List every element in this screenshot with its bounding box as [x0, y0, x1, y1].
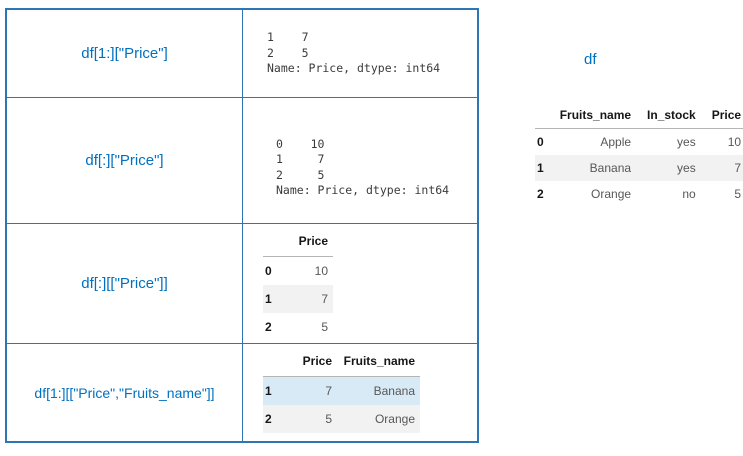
table-row: 2 Orange no 5 — [535, 181, 743, 207]
expression-cell-4: df[1:][["Price","Fruits_name"]] — [7, 344, 243, 441]
index-cell: 1 — [263, 376, 292, 405]
comparison-grid: df[1:]["Price"] 1 7 2 5 Name: Price, dty… — [5, 8, 479, 443]
series-output-text: 1 7 2 5 Name: Price, dtype: int64 — [267, 30, 441, 76]
value-cell: 7 — [292, 285, 333, 313]
index-header — [263, 230, 292, 257]
expression-cell-3: df[:][["Price"]] — [7, 224, 243, 344]
value-cell: Orange — [591, 187, 632, 201]
result-dataframe-price-fruits: Price Fruits_name 1 7 Banana 2 5 Orange — [263, 350, 420, 433]
index-header — [535, 102, 548, 129]
expression-cell-2: df[:]["Price"] — [7, 98, 243, 224]
table-row: 0 10 — [263, 257, 333, 286]
value-cell: no — [682, 187, 696, 201]
table-row-highlighted: 1 7 Banana — [263, 376, 420, 405]
header-row: Price — [263, 230, 333, 257]
value-cell: Banana — [337, 376, 420, 405]
column-header-price: Price — [699, 102, 743, 129]
column-header-in-stock: In_stock — [635, 102, 700, 129]
table-row: 0 Apple yes 10 — [535, 129, 743, 156]
value-cell: Banana — [547, 155, 636, 181]
value-cell: 10 — [727, 135, 742, 149]
index-cell: 0 — [537, 135, 544, 149]
output-cell-1: 1 7 2 5 Name: Price, dtype: int64 — [243, 10, 477, 98]
column-header-price: Price — [292, 350, 337, 377]
table-row: 2 5 Orange — [263, 405, 420, 433]
value-cell: Orange — [337, 405, 420, 433]
value-cell: 7 — [699, 155, 743, 181]
value-cell: 5 — [292, 405, 337, 433]
df-label: df — [584, 51, 597, 68]
output-cell-3: Price 0 10 1 7 2 5 — [243, 224, 477, 344]
value-cell: yes — [635, 155, 700, 181]
source-dataframe: Fruits_name In_stock Price 0 Apple yes 1… — [535, 102, 743, 207]
value-cell: 7 — [292, 376, 337, 405]
table-row: 1 Banana yes 7 — [535, 155, 743, 181]
expression-text: df[:][["Price"]] — [81, 275, 168, 292]
output-cell-2: 0 10 1 7 2 5 Name: Price, dtype: int64 — [243, 98, 477, 224]
header-row: Fruits_name In_stock Price — [535, 102, 743, 129]
series-output-text: 0 10 1 7 2 5 Name: Price, dtype: int64 — [276, 136, 450, 198]
result-dataframe-price: Price 0 10 1 7 2 5 — [263, 230, 333, 341]
output-cell-4: Price Fruits_name 1 7 Banana 2 5 Orange — [243, 344, 477, 441]
expression-text: df[1:][["Price","Fruits_name"]] — [34, 384, 215, 401]
column-header-price: Price — [292, 230, 333, 257]
expression-text: df[:]["Price"] — [85, 152, 164, 169]
index-cell: 1 — [535, 155, 548, 181]
expression-text: df[1:]["Price"] — [81, 45, 168, 62]
index-cell: 2 — [265, 320, 272, 334]
index-header — [263, 350, 292, 377]
value-cell: 10 — [314, 264, 328, 278]
table-row: 2 5 — [263, 313, 333, 341]
header-row: Price Fruits_name — [263, 350, 420, 377]
index-cell: 2 — [263, 405, 292, 433]
expression-cell-1: df[1:]["Price"] — [7, 10, 243, 98]
index-cell: 2 — [537, 187, 544, 201]
value-cell: 5 — [321, 320, 328, 334]
column-header-fruits-name: Fruits_name — [337, 350, 420, 377]
table-row: 1 7 — [263, 285, 333, 313]
value-cell: Apple — [600, 135, 632, 149]
value-cell: yes — [677, 135, 696, 149]
column-header-fruits-name: Fruits_name — [547, 102, 636, 129]
index-cell: 0 — [265, 264, 272, 278]
value-cell: 5 — [734, 187, 742, 201]
index-cell: 1 — [263, 285, 292, 313]
